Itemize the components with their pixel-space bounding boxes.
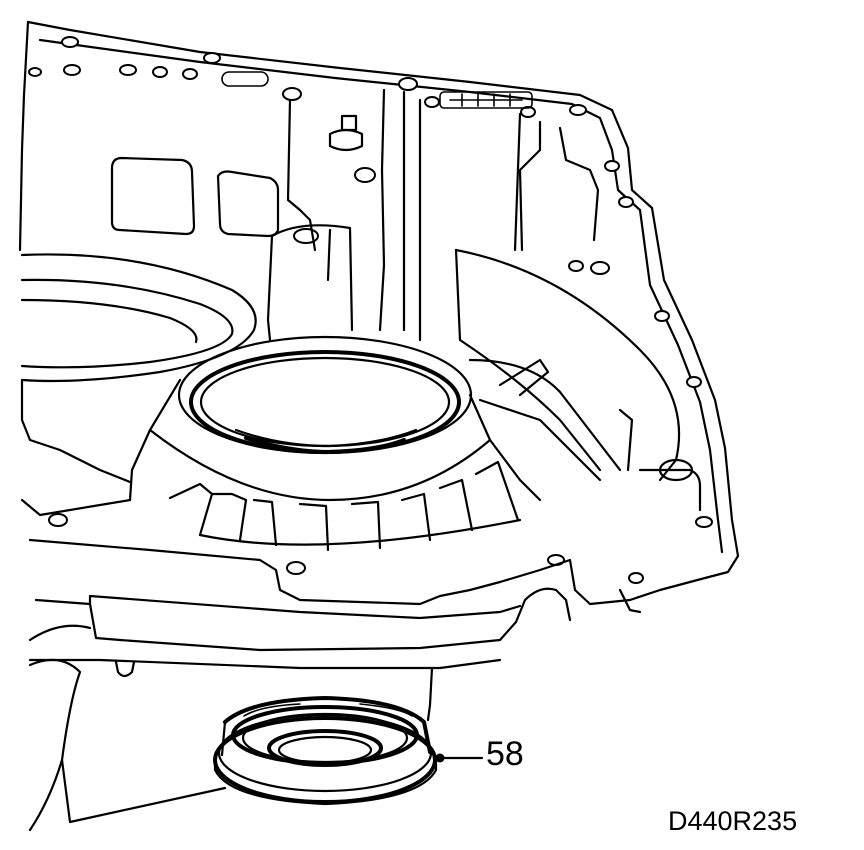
oil-seal [213,696,438,806]
part-callout-label: 58 [486,735,524,773]
left-bore [20,253,257,484]
boss-ribs [168,460,522,552]
slot-details [221,71,533,109]
housing-outer-flange [18,20,740,606]
flange-bolt-holes [28,36,713,584]
internal-walls [266,88,600,342]
stud-bolt [328,114,364,152]
lower-flange [20,498,642,678]
figure-reference-code: D440R235 [668,806,798,836]
right-shell [454,248,702,512]
callout-leader [435,753,484,763]
casting-edge [28,624,434,832]
housing-windows [110,156,280,238]
bearing-boss [128,335,542,502]
